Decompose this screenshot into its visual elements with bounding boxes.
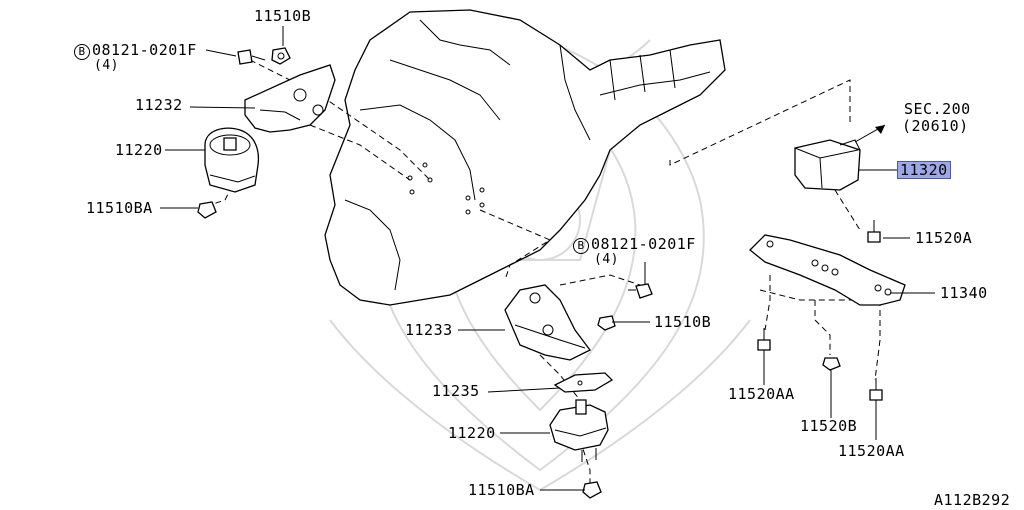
label-11340[interactable]: 11340 (940, 284, 988, 302)
label-11233[interactable]: 11233 (405, 321, 453, 339)
b-marker-right: B (573, 238, 589, 254)
b-marker-left: B (74, 44, 90, 60)
bolt-11520a (867, 220, 881, 243)
bolt-left (237, 49, 266, 65)
label-11510ba-left[interactable]: 11510BA (86, 199, 153, 217)
bolt-right-part-number: 08121-0201F (591, 235, 696, 253)
bolt-left-part-number: 08121-0201F (92, 41, 197, 59)
label-11510b-top[interactable]: 11510B (254, 7, 312, 25)
label-11220-left[interactable]: 11220 (115, 141, 163, 159)
label-11220-bottom[interactable]: 11220 (448, 424, 496, 442)
engine-assembly (324, 9, 726, 306)
label-11520aa-left[interactable]: 11520AA (728, 385, 795, 403)
bracket-11233 (504, 284, 591, 361)
bolt-11520aa-left (757, 328, 771, 351)
diagram-code: A112B292 (934, 491, 1011, 509)
bolt-right (628, 283, 653, 299)
nut-11510b-mid (597, 315, 616, 331)
label-11510ba-bottom[interactable]: 11510BA (468, 481, 535, 499)
label-11520b[interactable]: 11520B (800, 417, 858, 435)
label-11520aa-right[interactable]: 11520AA (838, 442, 905, 460)
alignment-lines (209, 59, 881, 490)
plate-11235 (553, 372, 614, 393)
insulator-11220-left (204, 127, 260, 193)
insulator-11220-bottom (549, 399, 609, 462)
nut-11520b (822, 357, 841, 371)
nut-11510b-top (271, 47, 291, 65)
crossmember-11340 (749, 234, 906, 306)
nut-11510ba-left (197, 201, 217, 219)
label-11510b-mid[interactable]: 11510B (654, 313, 712, 331)
label-sec-ref: (20610) (902, 117, 969, 135)
label-11520a[interactable]: 11520A (915, 229, 973, 247)
label-11232[interactable]: 11232 (135, 96, 183, 114)
sec-arrow (854, 124, 886, 143)
nut-11510ba-bottom (582, 481, 602, 499)
label-11235[interactable]: 11235 (432, 382, 480, 400)
mount-11320 (794, 139, 861, 191)
label-sec-200[interactable]: SEC.200 (904, 100, 971, 118)
label-bolt-right-qty: (4) (594, 252, 619, 267)
leader-lines (160, 26, 935, 491)
bracket-11232 (244, 64, 336, 133)
label-11320-highlighted[interactable]: 11320 (897, 161, 951, 179)
label-bolt-left-qty: (4) (94, 58, 119, 73)
bolt-11520aa-right (869, 378, 883, 401)
